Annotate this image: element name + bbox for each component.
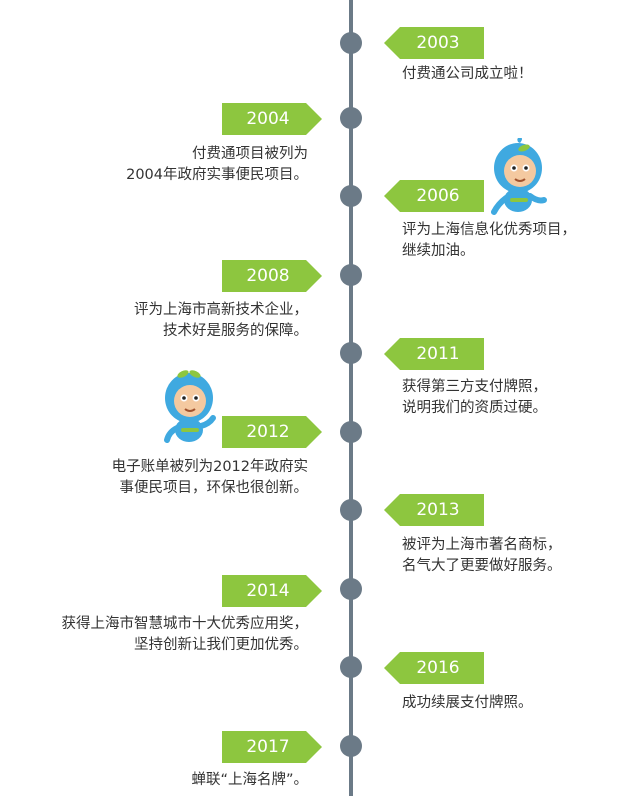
event-line: 评为上海信息化优秀项目， [402,222,576,238]
event-line: 技术好是服务的保障。 [163,323,308,339]
timeline-node [340,735,362,757]
year-tag-2011: 2011 [384,338,484,370]
year-tag-2017: 2017 [222,731,322,763]
mascot-illustration [491,138,547,215]
event-line: 电子账单被列为2012年政府实 [111,459,308,475]
timeline-node [340,342,362,364]
timeline-node [340,656,362,678]
year-tag-2006: 2006 [384,180,484,212]
event-description-2013: 被评为上海市著名商标， 名气大了更要做好服务。 [402,535,562,577]
event-description-2017: 蝉联“上海名牌”。 [191,770,308,791]
event-description-2012: 电子账单被列为2012年政府实 事便民项目，环保也很创新。 [112,457,308,499]
timeline-node [340,421,362,443]
year-tag-2013: 2013 [384,494,484,526]
timeline-node [340,264,362,286]
event-description-2003: 付费通公司成立啦！ [402,64,533,85]
event-line: 成功续展支付牌照。 [402,695,533,711]
year-tag-2012: 2012 [222,416,322,448]
year-tag-2016: 2016 [384,652,484,684]
timeline-node [340,499,362,521]
event-description-2004: 付费通项目被列为 2004年政府实事便民项目。 [126,144,308,186]
event-description-2011: 获得第三方支付牌照， 说明我们的资质过硬。 [402,377,547,419]
event-line: 名气大了更要做好服务。 [402,558,562,574]
event-line: 说明我们的资质过硬。 [402,400,547,416]
year-tag-2003: 2003 [384,27,484,59]
timeline-node [340,32,362,54]
event-line: 付费通公司成立啦！ [402,66,533,82]
year-tag-2004: 2004 [222,103,322,135]
event-description-2008: 评为上海市高新技术企业， 技术好是服务的保障。 [134,300,308,342]
timeline-node [340,107,362,129]
event-description-2016: 成功续展支付牌照。 [402,693,533,714]
event-line: 事便民项目，环保也很创新。 [119,480,309,496]
timeline-node [340,578,362,600]
timeline-node [340,185,362,207]
event-line: 蝉联“上海名牌”。 [191,772,308,788]
event-description-2006: 评为上海信息化优秀项目， 继续加油。 [402,220,576,262]
event-line: 获得上海市智慧城市十大优秀应用奖， [61,616,309,632]
event-line: 2004年政府实事便民项目。 [126,167,308,183]
event-line: 评为上海市高新技术企业， [134,302,308,318]
event-line: 坚持创新让我们更加优秀。 [134,637,308,653]
event-line: 继续加油。 [402,243,475,259]
event-line: 付费通项目被列为 [192,146,308,162]
mascot-illustration [164,370,216,443]
event-line: 获得第三方支付牌照， [402,379,547,395]
event-description-2014: 获得上海市智慧城市十大优秀应用奖， 坚持创新让我们更加优秀。 [62,614,309,656]
event-line: 被评为上海市著名商标， [402,537,562,553]
year-tag-2014: 2014 [222,575,322,607]
year-tag-2008: 2008 [222,260,322,292]
timeline-axis [349,0,353,796]
